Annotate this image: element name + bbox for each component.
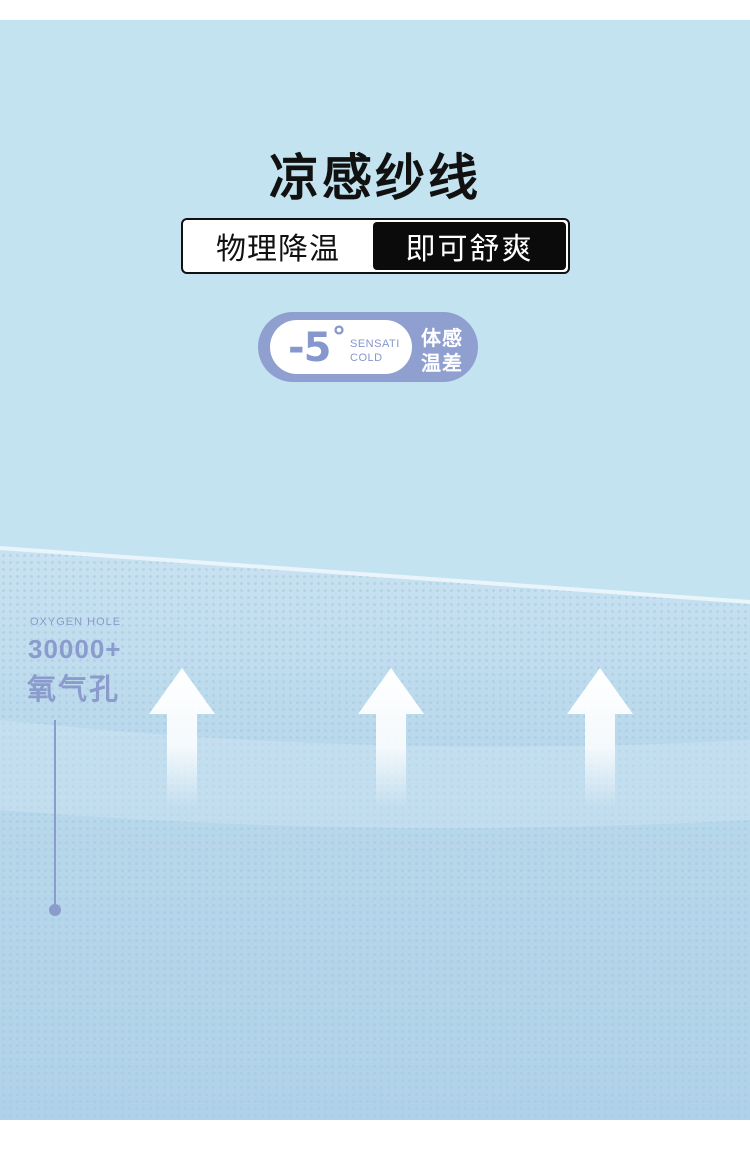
- tagline-left: 物理降温: [216, 232, 340, 267]
- badge-cn-line2: 温差: [421, 351, 463, 375]
- arrow-up-icon: [149, 668, 215, 808]
- oxygen-hole-cn: 氧气孔: [27, 672, 121, 706]
- product-banner: 凉感纱线 物理降温 即可舒爽 -5 ° SENSATI COLD 体感 温差 O…: [0, 20, 750, 1120]
- badge-en-line1: SENSATI: [350, 338, 400, 350]
- oxygen-hole-label: OXYGEN HOLE: [30, 616, 122, 628]
- badge-cn-line1: 体感: [421, 326, 463, 350]
- oxygen-indicator-dot: [49, 904, 61, 916]
- oxygen-indicator-line: [54, 720, 56, 906]
- tagline-box: 物理降温 即可舒爽: [181, 218, 570, 274]
- temperature-value: -5: [288, 325, 331, 371]
- badge-en-line2: COLD: [350, 352, 383, 364]
- tagline-right: 即可舒爽: [373, 222, 566, 270]
- temperature-badge: -5 ° SENSATI COLD 体感 温差: [258, 312, 478, 382]
- oxygen-hole-count: 30000+: [28, 634, 122, 664]
- arrow-up-icon: [358, 668, 424, 808]
- temperature-pill: -5 ° SENSATI COLD: [270, 320, 412, 374]
- degree-symbol: °: [332, 320, 346, 353]
- arrow-up-icon: [567, 668, 633, 808]
- page-title: 凉感纱线: [269, 149, 481, 207]
